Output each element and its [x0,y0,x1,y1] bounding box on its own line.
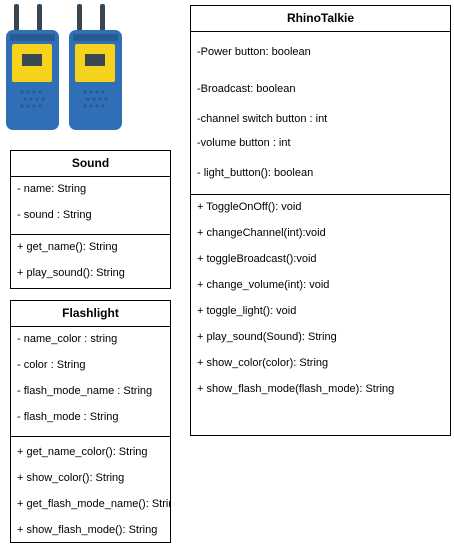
method: + show_flash_mode(): String [17,524,158,536]
walkie-screen [22,54,42,66]
walkie-talkie-icon [6,4,122,130]
method: + get_name_color(): String [17,446,148,458]
class-rhinotalkie[interactable]: RhinoTalkie -Power button: boolean -Broa… [190,5,451,436]
attribute: - flash_mode : String [17,411,119,423]
class-title: RhinoTalkie [191,6,450,32]
antenna [37,4,42,34]
attributes-section: - name_color : string - color : String -… [11,327,170,437]
method: + get_name(): String [17,241,118,253]
speaker-grille [83,90,108,108]
methods-section: + get_name(): String + play_sound(): Str… [11,235,170,288]
method: + show_color(color): String [197,357,329,369]
antenna [77,4,82,34]
attribute: -channel switch button : int [197,113,328,125]
attribute: - color : String [17,359,86,371]
antenna [100,4,105,34]
method: + play_sound(Sound): String [197,331,337,343]
attribute: - light_button(): boolean [197,167,314,179]
attribute: -Power button: boolean [197,46,311,58]
attribute: -volume button : int [197,137,291,149]
attribute: - name: String [17,183,87,195]
class-flashlight[interactable]: Flashlight - name_color : string - color… [10,300,171,543]
attribute: - flash_mode_name : String [17,385,153,397]
method: + changeChannel(int):void [197,227,326,239]
class-title: Flashlight [11,301,170,327]
antenna [14,4,19,34]
walkie-top-panel [73,34,118,41]
attribute: - name_color : string [17,333,118,345]
method: + play_sound(): String [17,267,125,279]
speaker-grille [20,90,45,108]
attribute: - sound : String [17,209,92,221]
method: + show_color(): String [17,472,125,484]
class-title: Sound [11,151,170,177]
method: + change_volume(int): void [197,279,330,291]
method: + show_flash_mode(flash_mode): String [197,383,395,395]
methods-section: + ToggleOnOff(): void + changeChannel(in… [191,195,450,435]
attributes-section: - name: String - sound : String [11,177,170,235]
walkie-screen [85,54,105,66]
method: + toggleBroadcast():void [197,253,317,265]
method: + toggle_light(): void [197,305,297,317]
walkie-top-panel [10,34,55,41]
method: + ToggleOnOff(): void [197,201,302,213]
class-sound[interactable]: Sound - name: String - sound : String + … [10,150,171,289]
attribute: -Broadcast: boolean [197,83,296,95]
method: + get_flash_mode_name(): String [17,498,171,510]
methods-section: + get_name_color(): String + show_color(… [11,437,170,542]
attributes-section: -Power button: boolean -Broadcast: boole… [191,32,450,195]
